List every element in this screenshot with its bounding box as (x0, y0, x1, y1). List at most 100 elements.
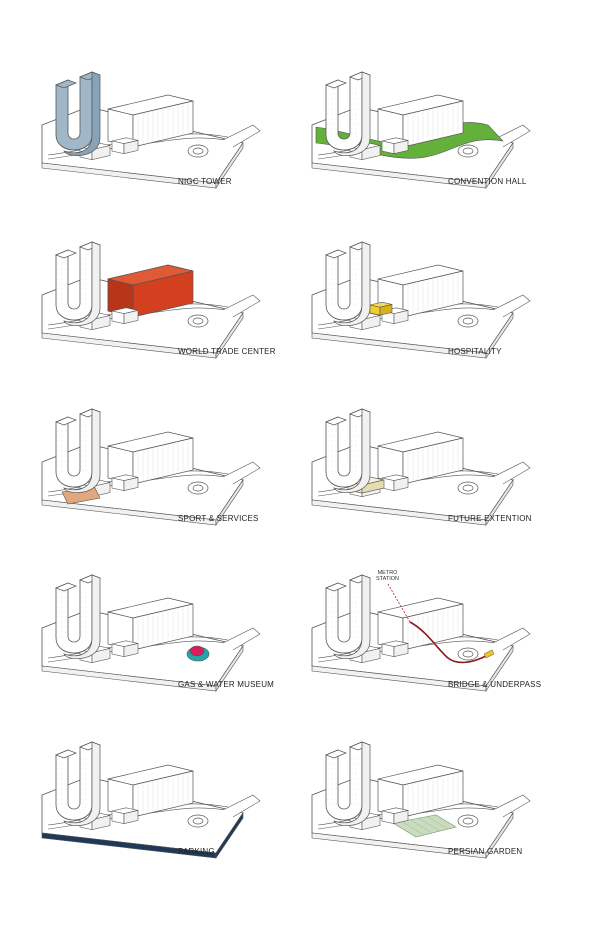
facade-dot (65, 93, 67, 95)
facade-dot (331, 268, 333, 270)
roundabout-center (462, 484, 474, 492)
facade-dot (327, 128, 329, 130)
facade-dot (57, 758, 59, 760)
facade-dot (61, 283, 63, 285)
facade-dot (81, 103, 83, 105)
facade-dot (61, 455, 63, 457)
facade-dot (85, 798, 87, 800)
site-massing (311, 741, 531, 859)
facade-dot (81, 450, 83, 452)
facade-dot (65, 788, 67, 790)
facade-dot (57, 778, 59, 780)
facade-dot (61, 123, 63, 125)
roundabout-ring (187, 144, 209, 158)
facade-dot (57, 601, 59, 603)
facade-dot (85, 258, 87, 260)
facade-dot (65, 631, 67, 633)
facade-dot (331, 788, 333, 790)
facade-dot (327, 758, 329, 760)
facade-dot (351, 425, 353, 427)
facade-dot (351, 123, 353, 125)
hospitality-block-side (379, 304, 393, 316)
facade-dot (61, 425, 63, 427)
facade-dot (57, 460, 59, 462)
facade-dot (61, 778, 63, 780)
massing-drawing (41, 241, 261, 359)
facade-dot (331, 108, 333, 110)
metro-label-line1: METRO (377, 570, 398, 576)
facade-dot (335, 465, 337, 467)
facade-dot (331, 778, 333, 780)
facade-dot (327, 263, 329, 265)
facade-dot (61, 626, 63, 628)
facade-dot (355, 450, 357, 452)
facade-dot (61, 88, 63, 90)
facade-dot (327, 611, 329, 613)
facade-dot (65, 108, 67, 110)
facade-dot (61, 430, 63, 432)
facade-dot (65, 626, 67, 628)
u-tower-side (333, 574, 371, 660)
facade-dot (355, 263, 357, 265)
u-tower-left-top (55, 416, 77, 426)
facade-dot (57, 435, 59, 437)
facade-dot (335, 430, 337, 432)
facade-dot (85, 283, 87, 285)
facade-dot (335, 450, 337, 452)
facade-dot (81, 88, 83, 90)
facade-dot (335, 425, 337, 427)
facade-dot (331, 298, 333, 300)
facade-dot (335, 268, 337, 270)
facade-dot (335, 783, 337, 785)
facade-dot (61, 440, 63, 442)
pavilion-b-side (393, 310, 409, 325)
facade-dot (331, 591, 333, 593)
massing-drawing (311, 71, 531, 189)
facade-dot (85, 621, 87, 623)
roundabout-center (462, 147, 474, 155)
site-plate-side (485, 312, 514, 359)
site-massing (311, 241, 531, 359)
facade-dot (81, 283, 83, 285)
panel-caption: HOSPITALITY (448, 347, 502, 356)
facade-dot (331, 470, 333, 472)
u-tower-side (333, 241, 371, 327)
facade-dot (65, 606, 67, 608)
panel-caption: FUTURE EXTENTION (448, 514, 532, 523)
roundabout-center (192, 317, 204, 325)
facade-dot (81, 763, 83, 765)
future-extension-block-side (361, 479, 385, 494)
facade-dot (331, 88, 333, 90)
facade-dot (65, 798, 67, 800)
facade-dot (355, 601, 357, 603)
facade-dot (81, 123, 83, 125)
facade-dot (331, 430, 333, 432)
facade-dot (85, 128, 87, 130)
panel-nigc-tower: NIGC TOWER (28, 55, 288, 205)
facade-dot (81, 621, 83, 623)
facade-dot (85, 606, 87, 608)
facade-dot (355, 465, 357, 467)
facade-dot (85, 616, 87, 618)
facade-dot (331, 616, 333, 618)
persian-garden-area (392, 814, 457, 838)
metro-label-line2: STATION (376, 576, 400, 582)
facade-dot (65, 793, 67, 795)
site-plate-side (485, 645, 514, 692)
facade-dot (331, 465, 333, 467)
facade-dot (61, 118, 63, 120)
facade-dot (327, 278, 329, 280)
facade-dot (81, 631, 83, 633)
pavilion-b-side (123, 140, 139, 155)
facade-dot (85, 263, 87, 265)
facade-dot (355, 445, 357, 447)
facade-dot (355, 128, 357, 130)
facade-dot (331, 435, 333, 437)
facade-dot (57, 783, 59, 785)
facade-dot (327, 268, 329, 270)
facade-dot (61, 798, 63, 800)
facade-dot (85, 763, 87, 765)
side-street (222, 627, 261, 651)
facade-dot (355, 773, 357, 775)
